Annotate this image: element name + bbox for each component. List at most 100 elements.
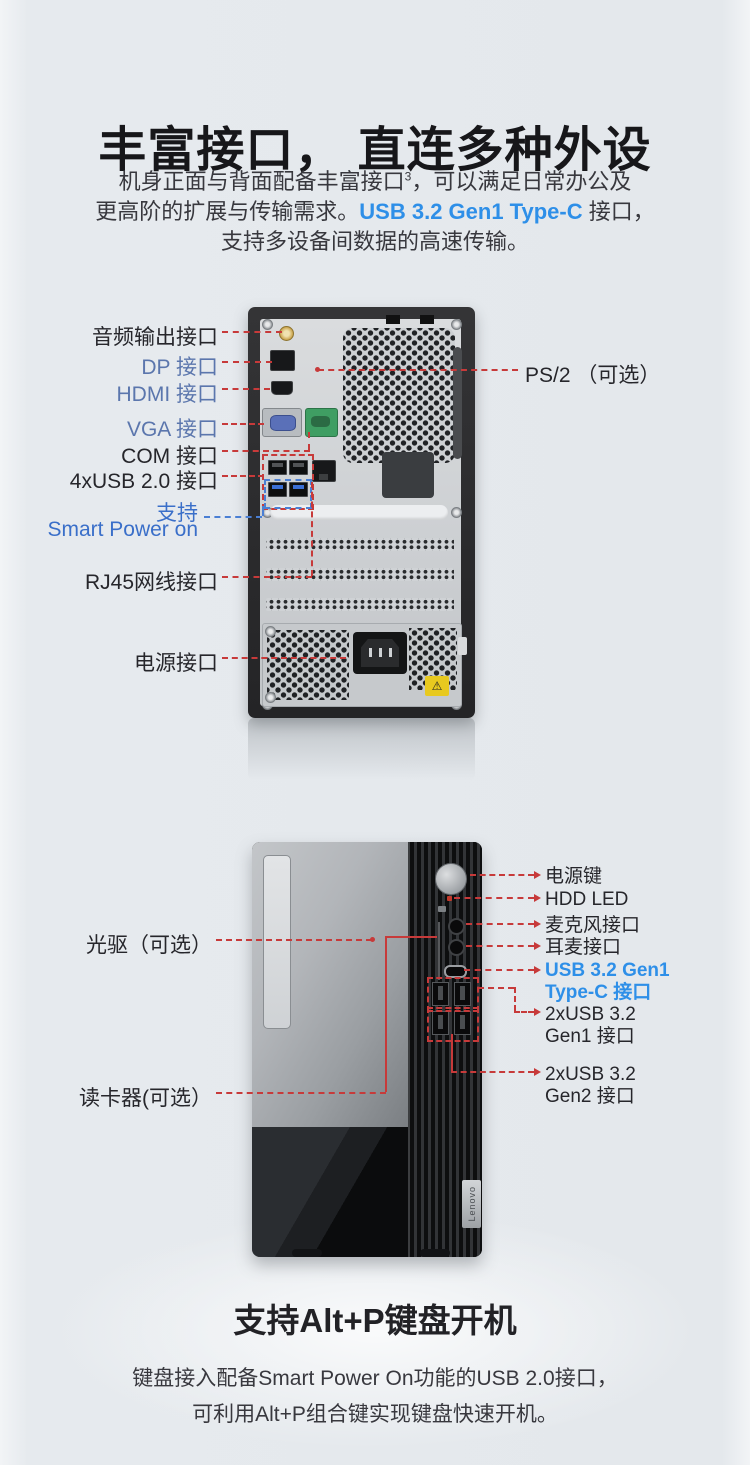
lenovo-logo: Lenovo: [462, 1180, 481, 1228]
screw: [451, 507, 462, 518]
hero-description: 机身正面与背面配备丰富接口3，可以满足日常办公及 更高阶的扩展与传输需求。USB…: [0, 162, 750, 257]
label-mic: 麦克风接口: [545, 915, 641, 936]
label-hdmi: HDMI 接口: [116, 383, 219, 406]
callout-arrow: [534, 920, 541, 928]
callout-line: [478, 987, 514, 989]
callout-line: [451, 1034, 453, 1072]
label-usb2: 4xUSB 2.0 接口: [69, 470, 218, 493]
audio-out-jack: [279, 326, 294, 341]
callout-line: [464, 969, 534, 971]
expansion-slot: [266, 568, 454, 581]
desc-line2: 更高阶的扩展与传输需求。USB 3.2 Gen1 Type-C 接口，: [95, 199, 655, 225]
callout-line: [216, 939, 372, 941]
keyboard-icon: [438, 906, 446, 912]
label-audio-out: 音频输出接口: [92, 326, 218, 349]
footer-title: 支持Alt+P键盘开机: [233, 1302, 517, 1339]
callout-dot: [315, 367, 320, 372]
callout-line: [222, 576, 312, 578]
back-tower-image: ⚠: [248, 307, 475, 718]
typec-highlight: USB 3.2 Gen1 Type-C: [359, 199, 583, 225]
usb3-port: [289, 482, 308, 497]
footer-line1: 键盘接入配备Smart Power On功能的USB 2.0接口，: [132, 1367, 618, 1390]
callout-line: [470, 874, 534, 876]
rear-vent-grille: [343, 328, 455, 463]
callout-line: [466, 923, 534, 925]
callout-arrow: [534, 871, 541, 879]
label-headset: 耳麦接口: [545, 937, 622, 958]
usb2-port: [289, 460, 308, 475]
callout-line: [222, 361, 272, 363]
usb3-group-outline: [264, 479, 312, 509]
foot: [420, 1249, 450, 1257]
label-com: COM 接口: [121, 445, 218, 468]
rear-fan-mount: [382, 452, 434, 498]
callout-arrow: [534, 894, 541, 902]
callout-line: [311, 482, 313, 576]
callout-line: [222, 657, 346, 659]
slot-cover-blank: [270, 505, 448, 520]
power-button: [435, 863, 467, 895]
callout-line: [385, 936, 387, 1092]
label-vga: VGA 接口: [126, 418, 218, 441]
callout-line: [216, 1092, 386, 1094]
callout-line: [222, 450, 310, 452]
callout-line: [385, 936, 437, 938]
label-rj45: RJ45网线接口: [84, 571, 218, 594]
usb-gen1-port: [454, 982, 471, 1006]
callout-dot: [370, 937, 375, 942]
expansion-slot: [266, 538, 454, 551]
top-vent-slot: [420, 315, 434, 324]
label-hdd-led: HDD LED: [545, 889, 629, 910]
label-ps2: PS/2 （可选）: [525, 364, 661, 387]
label-power-inlet: 电源接口: [134, 652, 218, 675]
callout-arrow: [534, 1068, 541, 1076]
front-panel-facet: [252, 1127, 410, 1257]
optical-drive: [263, 855, 291, 1029]
label-smart-power-1: 支持: [156, 502, 198, 525]
footer-line2: 可利用Alt+P组合键实现键盘快速开机。: [192, 1403, 558, 1426]
warning-triangle-icon: ⚠: [425, 676, 449, 696]
callout-arrow: [534, 1008, 541, 1016]
dp-port: [270, 350, 295, 371]
foot: [292, 1249, 322, 1257]
callout-arrow: [534, 942, 541, 950]
callout-line: [514, 1011, 534, 1013]
usb-group-outline: [262, 454, 314, 510]
callout-line-blue: [262, 506, 264, 516]
rear-handle: [453, 347, 462, 459]
footer-description: 键盘接入配备Smart Power On功能的USB 2.0接口， 可利用Alt…: [0, 1361, 750, 1433]
footnote-marker: 3: [404, 170, 412, 184]
mic-jack: [448, 918, 465, 935]
side-port-slot: [458, 637, 467, 655]
label-odd: 光驱（可选）: [86, 934, 212, 957]
callout-line: [318, 369, 518, 371]
com-port: [305, 408, 338, 437]
callout-line: [466, 945, 534, 947]
usb-gen1-port: [432, 982, 449, 1006]
desc-line3: 支持多设备间数据的高速传输。: [220, 229, 529, 255]
psu-area: ⚠: [262, 623, 462, 707]
card-reader-slot: [438, 922, 440, 980]
vga-port: [262, 408, 302, 437]
screw: [262, 319, 273, 330]
headset-jack: [448, 939, 465, 956]
hdmi-port: [271, 381, 293, 395]
front-tower-image: Lenovo: [252, 842, 482, 1257]
label-dp: DP 接口: [141, 356, 218, 379]
label-power-button: 电源键: [545, 866, 603, 887]
label-card-reader: 读卡器(可选）: [79, 1087, 212, 1110]
callout-line: [222, 423, 264, 425]
rj45-port: [312, 460, 336, 482]
callout-arrow: [534, 966, 541, 974]
callout-line: [222, 388, 270, 390]
expansion-slot: [266, 598, 454, 611]
usb3-port: [268, 482, 287, 497]
desc-line1: 机身正面与背面配备丰富接口3，可以满足日常办公及: [118, 169, 632, 195]
usb-gen1-outline: [427, 977, 479, 1012]
callout-line: [222, 475, 264, 477]
callout-line: [451, 1071, 534, 1073]
usb-gen2-outline: [427, 1007, 479, 1042]
panel-seam: [408, 842, 410, 1257]
